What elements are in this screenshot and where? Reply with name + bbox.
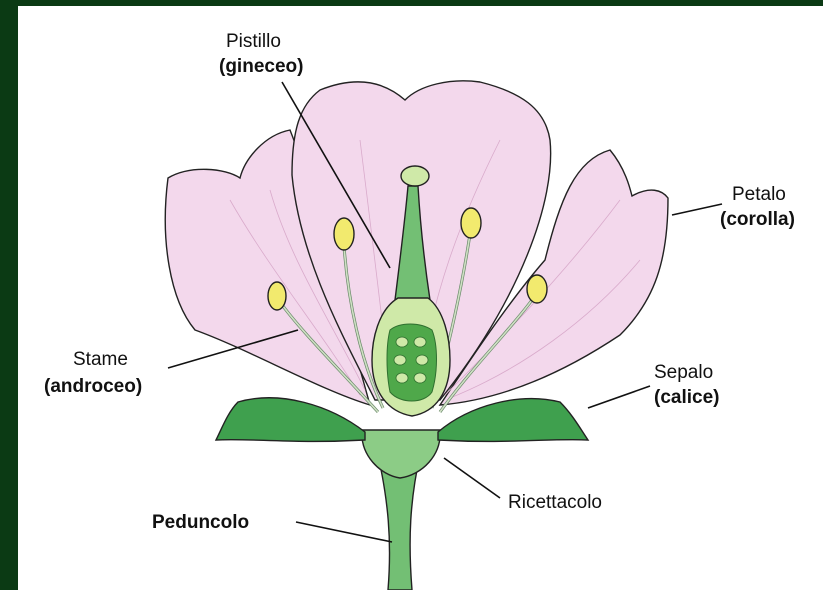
sepal-left (216, 398, 365, 442)
label-peduncle: Peduncolo (152, 512, 249, 533)
label-petal-sub: (corolla) (720, 209, 795, 230)
label-petal: Petalo (732, 184, 786, 205)
leader-sepal (588, 386, 650, 408)
label-pistil: Pistillo (226, 31, 281, 52)
label-pistil-sub: (gineceo) (219, 56, 303, 77)
leader-receptacle (444, 458, 500, 498)
label-stamen-sub: (androceo) (44, 376, 142, 397)
leader-petal (672, 204, 722, 215)
label-stamen: Stame (73, 349, 128, 370)
label-sepal-sub: (calice) (654, 387, 719, 408)
anther (461, 208, 481, 238)
label-receptacle: Ricettacolo (508, 492, 602, 513)
label-sepal: Sepalo (654, 362, 713, 383)
anther (268, 282, 286, 310)
pistil-stigma (401, 166, 429, 186)
anther (527, 275, 547, 303)
sepal-right (438, 399, 588, 442)
anther (334, 218, 354, 250)
leader-peduncle (296, 522, 392, 542)
receptacle (362, 430, 440, 478)
